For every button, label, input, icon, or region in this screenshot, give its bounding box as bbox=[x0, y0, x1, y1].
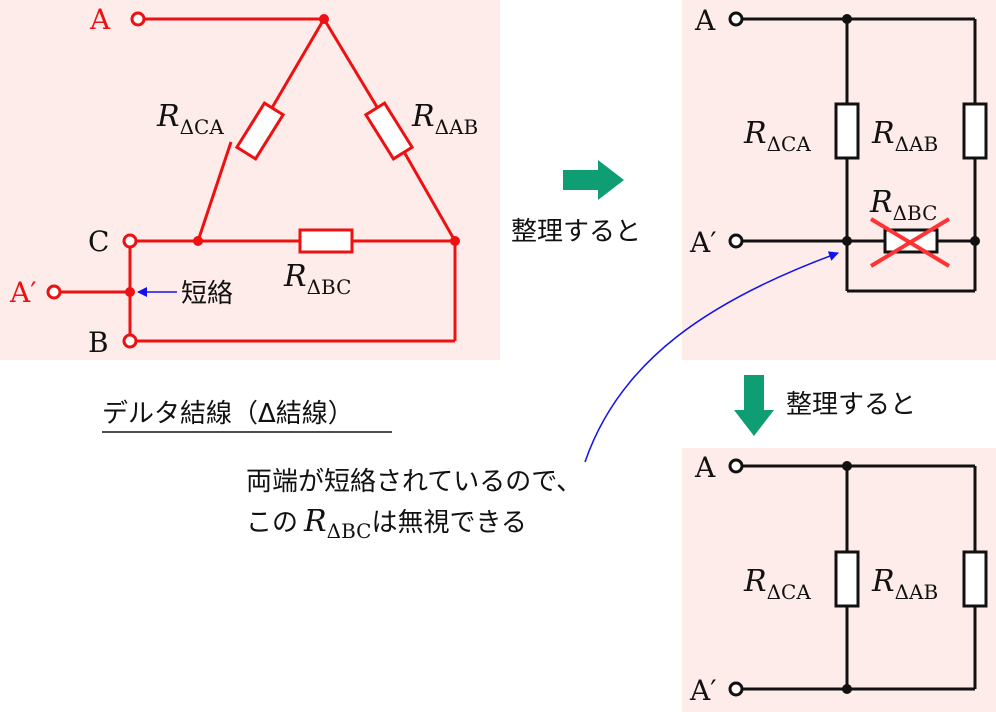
resistor-ab bbox=[363, 101, 415, 161]
delta-panel-background bbox=[0, 0, 500, 360]
step1-label-r-ab: RΔAB bbox=[871, 116, 938, 156]
step2-label-r-ab: RΔAB bbox=[871, 564, 938, 604]
delta-wires bbox=[60, 17, 457, 343]
step1-wires bbox=[742, 17, 977, 293]
resistor-bc bbox=[298, 228, 354, 254]
red-x-icon bbox=[869, 217, 951, 268]
resistor-ca bbox=[234, 101, 286, 161]
label-r-bc: RΔBC bbox=[283, 259, 351, 299]
step2-panel: A A′ RΔCA RΔAB bbox=[682, 448, 996, 712]
step1-terminals bbox=[728, 11, 744, 249]
step1-terminal-a-prime-label: A′ bbox=[689, 226, 717, 259]
step2-junction-dots bbox=[842, 461, 852, 694]
step1-panel: A A′ RΔCA RΔAB RΔBC bbox=[682, 0, 996, 360]
green-arrow-right-icon bbox=[563, 160, 624, 200]
terminal-b-label: B bbox=[88, 326, 109, 359]
note-line-1: 両端が短絡されているので、 bbox=[246, 467, 582, 497]
terminal-c-label: C bbox=[88, 225, 109, 258]
step1-resistor-ca bbox=[834, 102, 860, 160]
step2-terminal-a-label: A bbox=[694, 451, 716, 484]
step1-junction-dots bbox=[842, 14, 980, 246]
delta-panel: A C B A′ RΔCA RΔAB RΔBC 短絡 bbox=[0, 0, 500, 360]
step1-panel-background bbox=[682, 0, 996, 360]
step2-terminals bbox=[728, 458, 744, 697]
step1-label-r-bc: RΔBC bbox=[869, 185, 937, 225]
green-arrow-down-icon bbox=[734, 375, 774, 436]
step2-resistor-ca bbox=[834, 550, 860, 608]
step1-label: 整理すると bbox=[511, 217, 641, 247]
terminal-a-label: A bbox=[89, 3, 111, 36]
step2-terminal-a-prime-label: A′ bbox=[689, 674, 717, 707]
step1-resistor-ab bbox=[962, 102, 988, 160]
short-circuit-label: 短絡 bbox=[181, 279, 233, 309]
step1-label-r-ca: RΔCA bbox=[743, 116, 811, 156]
step2-resistor-ab bbox=[962, 550, 988, 608]
step2-wires bbox=[742, 464, 977, 691]
delta-caption: デルタ結線（Δ結線） bbox=[102, 399, 354, 429]
step2-label: 整理すると bbox=[786, 390, 916, 420]
label-r-ca: RΔCA bbox=[156, 99, 224, 139]
note-pointer-arrow bbox=[584, 251, 839, 463]
step2-label-r-ca: RΔCA bbox=[743, 564, 811, 604]
label-r-ab: RΔAB bbox=[411, 99, 478, 139]
step1-terminal-a-label: A bbox=[694, 4, 716, 37]
delta-junction-dots bbox=[125, 14, 460, 297]
terminal-a-prime-label: A′ bbox=[9, 276, 37, 309]
delta-terminals bbox=[46, 11, 146, 349]
